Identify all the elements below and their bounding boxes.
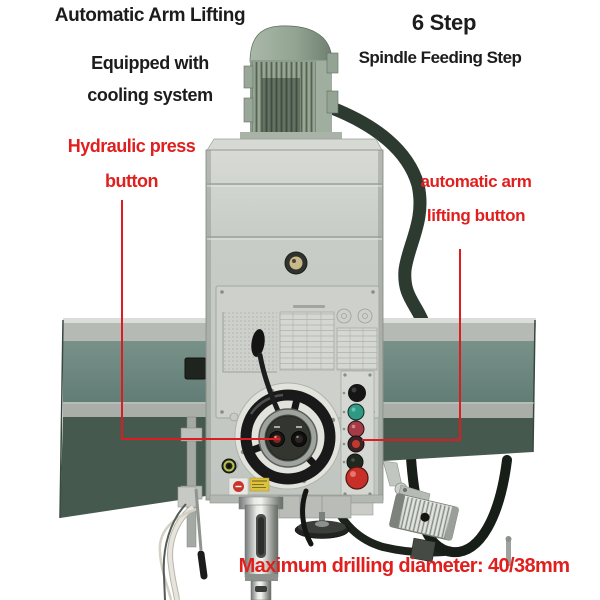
label-spindle-feeding-step: Spindle Feeding Step (358, 48, 522, 67)
radial-arm-left (59, 318, 207, 519)
spindle-quill (238, 496, 284, 600)
label-hydraulic-press-button: button (105, 171, 158, 191)
label-cooling-system: cooling system (87, 85, 213, 105)
indicator-light-icon (221, 458, 237, 474)
coolant-tubes-icon (158, 503, 198, 600)
label-automatic-arm: automatic arm (420, 172, 532, 191)
left-callout-line-icon (121, 200, 280, 440)
guard-lever-icon (300, 488, 314, 547)
motor-fan-cover-icon (249, 25, 333, 63)
emergency-stop-button (345, 466, 369, 490)
ball-lever-icon (194, 488, 208, 580)
label-lifting-button: lifting button (426, 206, 526, 225)
finned-cylinder-icon (389, 493, 459, 541)
button-panel (340, 370, 375, 499)
head-emblem-icon (284, 251, 308, 275)
motor-fins-icon (252, 62, 316, 138)
feed-diagram-icon (336, 308, 378, 371)
speed-chart-grid-icon (223, 312, 277, 372)
motor (240, 25, 342, 141)
spindle-run-button-icon (291, 431, 307, 447)
right-callout-line-icon (362, 249, 461, 441)
support-rod-icon (186, 416, 197, 548)
spec-plate (215, 285, 380, 419)
coolant-hose-icon (325, 101, 429, 327)
arm-lifting-button (347, 435, 365, 453)
selector-knob-icon (348, 384, 366, 402)
aux-button-icon (346, 453, 364, 471)
label-equipped-with: Equipped with (91, 53, 209, 73)
arm-clamp-knob-icon (184, 357, 207, 380)
callout-lines (121, 200, 461, 441)
label-6-step: 6 Step (411, 10, 477, 35)
label-max-drilling-diameter: Maximum drilling diameter: 40/38mm (238, 555, 570, 577)
label-hydraulic-press: Hydraulic press (67, 136, 196, 156)
warning-stickers-icon (228, 477, 270, 496)
machine-head (205, 138, 384, 504)
label-automatic-arm-lifting: Automatic Arm Lifting (54, 5, 246, 26)
stop-button-icon (347, 420, 365, 438)
power-button-icon (347, 403, 365, 421)
spec-table-icon (279, 311, 335, 371)
spindle-assembly (158, 416, 512, 600)
